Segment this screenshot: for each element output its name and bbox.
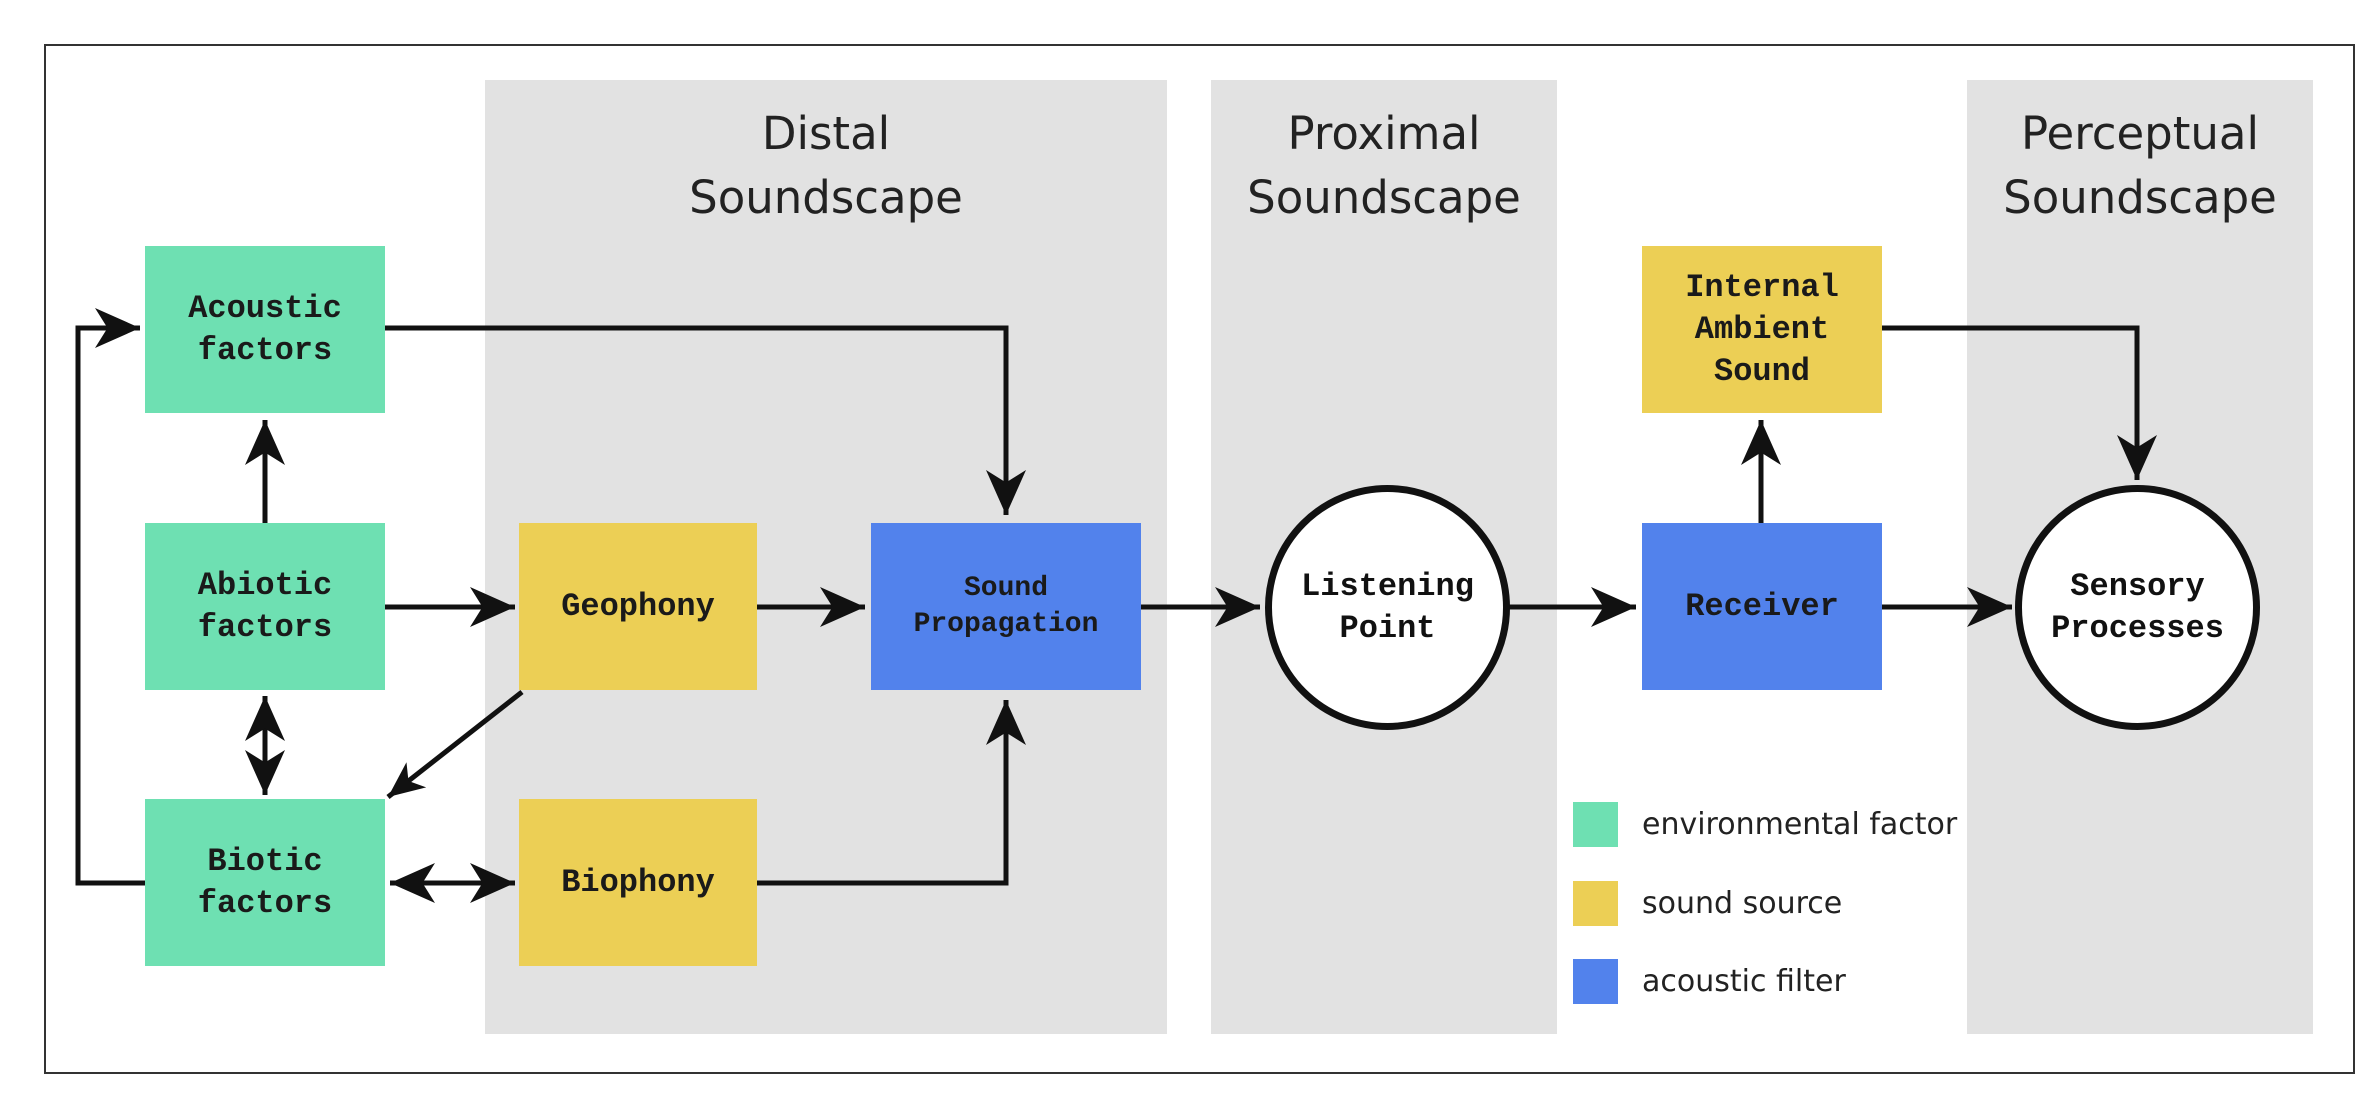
legend-item-acoustic-filter: acoustic filter bbox=[1573, 959, 1846, 1004]
legend-swatch-sound-source bbox=[1573, 881, 1618, 926]
legend-swatch-acoustic-filter bbox=[1573, 959, 1618, 1004]
legend-swatch-environmental bbox=[1573, 802, 1618, 847]
node-abiotic-factors: Abiotic factors bbox=[145, 523, 385, 690]
node-listening-point: Listening Point bbox=[1265, 485, 1510, 730]
node-sensory-processes: Sensory Processes bbox=[2015, 485, 2260, 730]
node-sound-propagation: Sound Propagation bbox=[871, 523, 1141, 690]
node-biophony: Biophony bbox=[519, 799, 757, 966]
band-perceptual-title: Perceptual Soundscape bbox=[2003, 107, 2277, 224]
legend-label-environmental: environmental factor bbox=[1642, 807, 1958, 842]
band-proximal-title: Proximal Soundscape bbox=[1247, 107, 1521, 224]
legend-label-acoustic-filter: acoustic filter bbox=[1642, 964, 1846, 999]
node-biotic-factors: Biotic factors bbox=[145, 799, 385, 966]
band-distal-title: Distal Soundscape bbox=[689, 107, 963, 224]
legend-item-environmental: environmental factor bbox=[1573, 802, 1957, 847]
node-acoustic-factors: Acoustic factors bbox=[145, 246, 385, 413]
node-receiver: Receiver bbox=[1642, 523, 1882, 690]
node-internal-ambient-sound: Internal Ambient Sound bbox=[1642, 246, 1882, 413]
legend-item-sound-source: sound source bbox=[1573, 881, 1842, 926]
legend-label-sound-source: sound source bbox=[1642, 886, 1843, 921]
node-geophony: Geophony bbox=[519, 523, 757, 690]
